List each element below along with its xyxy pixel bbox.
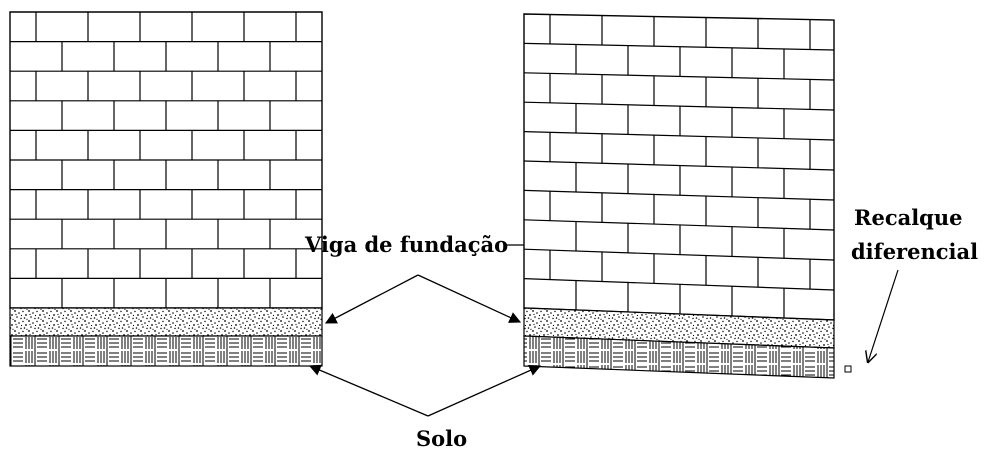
- beam-arrow-right: [417, 274, 522, 323]
- left-wall-intact: [9, 11, 323, 309]
- left-soil-layer: [9, 335, 323, 367]
- beam-arrow-left: [324, 274, 419, 324]
- right-soil-layer: [523, 335, 835, 379]
- settlement-label-line1: Recalque: [854, 205, 963, 230]
- soil-arrow-right: [427, 364, 542, 417]
- soil-label: Solo: [416, 426, 467, 450]
- settlement-label-line2: diferencial: [851, 239, 978, 264]
- beam-label: Viga de fundação: [304, 232, 508, 257]
- settlement-marker: [844, 365, 852, 373]
- settlement-arrow: [868, 269, 899, 362]
- right-wall-settled: [523, 13, 835, 321]
- soil-arrow-left: [308, 364, 429, 417]
- left-foundation-beam: [9, 307, 323, 337]
